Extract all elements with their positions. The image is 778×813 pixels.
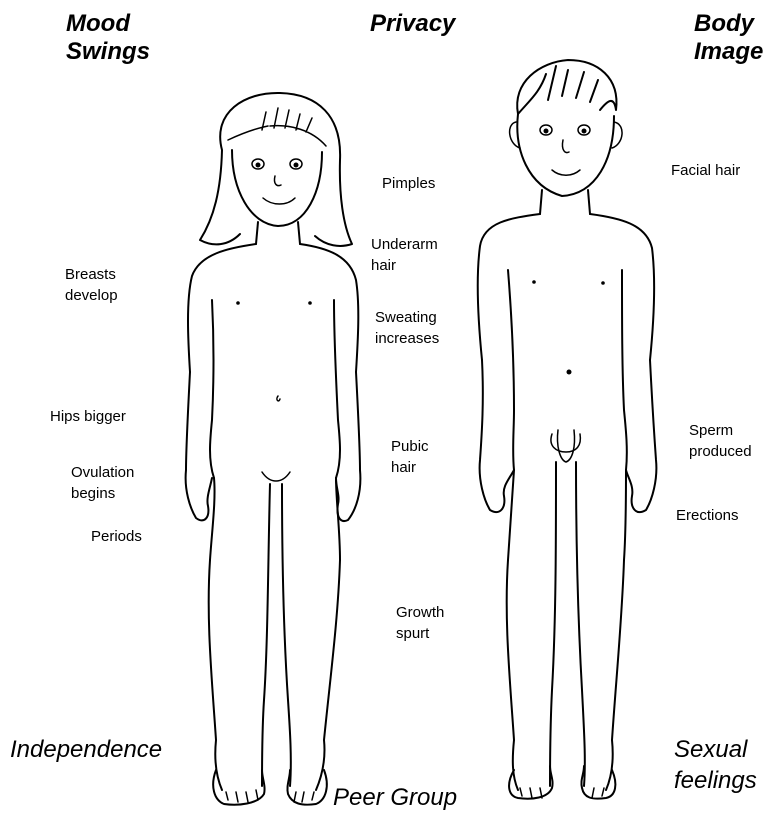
boy-left-leg [507,462,556,790]
heading-body-image-line-2: Image [694,38,763,66]
girl-figure [186,93,361,805]
boy-hips [508,470,626,560]
label-underarm-hair-line-2: hair [371,255,438,276]
label-underarm-hair-line-1: Underarm [371,234,438,255]
girl-nose [274,176,281,186]
girl-left-leg [209,484,270,790]
label-independence: Independence [10,734,162,765]
boy-neck [540,190,590,214]
boy-mouth [552,170,580,175]
label-sperm-produced-line-1: Sperm [689,420,752,441]
girl-left-arm [186,372,212,520]
girl-mouth [263,198,295,204]
heading-mood-swings-line-2: Swings [66,38,150,66]
label-pimples: Pimples [382,173,435,194]
label-growth-spurt-line-1: Growth [396,602,444,623]
label-underarm-hair: Underarm hair [371,234,438,276]
boy-hair [517,60,616,114]
heading-body-image-line-1: Body [694,10,763,38]
boy-right-arm [626,360,656,512]
label-sexual-feelings-line-2: feelings [674,765,757,796]
label-growth-spurt: Growth spurt [396,602,444,644]
heading-privacy: Privacy [370,10,455,38]
label-breasts-develop: Breasts develop [65,264,118,306]
boy-torso-sides [508,270,627,470]
boy-torso [478,214,654,360]
label-sperm-produced-line-2: produced [689,441,752,462]
label-growth-spurt-line-2: spurt [396,623,444,644]
heading-mood-swings: Mood Swings [66,10,150,66]
boy-face [517,114,614,196]
heading-mood-swings-line-1: Mood [66,10,150,38]
girl-bangs [228,108,326,146]
label-breasts-develop-line-1: Breasts [65,264,118,285]
label-erections: Erections [676,505,739,526]
boy-left-arm [480,360,514,512]
label-sweating-increases-line-2: increases [375,328,439,349]
label-periods: Periods [91,526,142,547]
label-sweating-increases-line-1: Sweating [375,307,439,328]
label-ovulation-begins-line-2: begins [71,483,134,504]
label-sexual-feelings: Sexual feelings [674,734,757,796]
girl-face [232,150,322,226]
label-ovulation-begins: Ovulation begins [71,462,134,504]
label-facial-hair: Facial hair [671,160,740,181]
boy-genitals [551,430,580,462]
label-sweating-increases: Sweating increases [375,307,439,349]
label-ovulation-begins-line-1: Ovulation [71,462,134,483]
label-hips-bigger: Hips bigger [50,406,126,427]
girl-torso-sides [210,300,340,478]
label-pubic-hair: Pubic hair [391,436,429,478]
label-sperm-produced: Sperm produced [689,420,752,462]
label-sexual-feelings-line-1: Sexual [674,734,757,765]
boy-figure [478,60,657,799]
label-pubic-hair-line-2: hair [391,457,429,478]
girl-right-leg [282,484,340,790]
label-breasts-develop-line-2: develop [65,285,118,306]
girl-groin [262,472,290,481]
boy-right-foot [581,766,615,799]
heading-body-image: Body Image [694,10,763,66]
label-pubic-hair-line-1: Pubic [391,436,429,457]
girl-hips [210,478,340,560]
boy-right-leg [576,462,624,790]
label-peer-group: Peer Group [333,782,457,813]
boy-nose [562,140,569,153]
